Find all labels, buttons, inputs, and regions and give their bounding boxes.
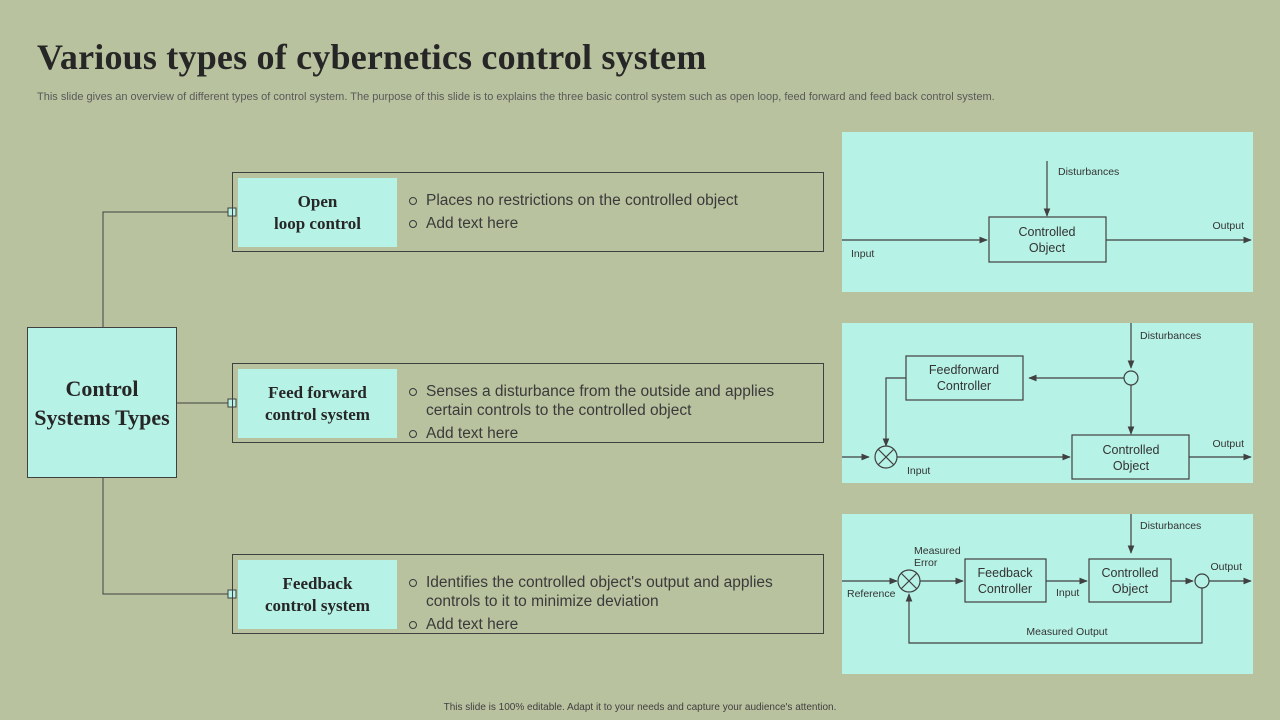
object-label: Object xyxy=(1112,582,1149,596)
output-label: Output xyxy=(1212,220,1244,232)
controller-label: Feedback xyxy=(978,566,1034,580)
measured-output-loop xyxy=(905,588,1203,644)
bullet-item: Add text here xyxy=(409,214,809,233)
object-label: Controlled xyxy=(1019,225,1076,239)
bullet-item: Add text here xyxy=(409,615,809,634)
measured-output-label: Measured Output xyxy=(1026,626,1107,638)
reference-label: Reference xyxy=(847,588,896,600)
output-node xyxy=(1194,573,1210,589)
object-label: Controlled xyxy=(1103,443,1160,457)
measured-error-label: Error xyxy=(914,557,938,569)
controller-label: Controller xyxy=(937,379,991,393)
diagram-feed-forward: Disturbances Feedforward Controller Cont… xyxy=(842,323,1253,483)
output-label: Output xyxy=(1212,438,1244,450)
diagram-open-loop: Disturbances Controlled Object Input Out… xyxy=(842,132,1253,292)
input-label: Input xyxy=(1056,587,1079,599)
card-title-feedback: Feedback control system xyxy=(238,560,397,629)
controller-label: Controller xyxy=(978,582,1032,596)
card-title-open-loop: Open loop control xyxy=(238,178,397,247)
controller-to-summer-arrow xyxy=(882,377,906,447)
card-open-loop: Open loop control Places no restrictions… xyxy=(232,172,824,252)
page-subtitle: This slide gives an overview of differen… xyxy=(37,91,995,103)
bullet-item: Add text here xyxy=(409,424,809,443)
disturbances-label: Disturbances xyxy=(1140,520,1201,532)
measured-error-label: Measured xyxy=(914,545,961,557)
root-control-systems-types: Control Systems Types xyxy=(27,327,177,478)
output-label: Output xyxy=(1210,561,1242,573)
bullet-item: Identifies the controlled object's outpu… xyxy=(409,573,809,611)
bullet-list-feedback: Identifies the controlled object's outpu… xyxy=(409,573,809,638)
bullet-item: Places no restrictions on the controlled… xyxy=(409,191,809,210)
branch-node xyxy=(1123,370,1139,386)
controlled-object-block xyxy=(988,216,1107,263)
object-label: Controlled xyxy=(1102,566,1159,580)
controller-label: Feedforward xyxy=(929,363,999,377)
object-label: Object xyxy=(1113,459,1150,473)
input-label: Input xyxy=(851,248,874,260)
bullet-item: Senses a disturbance from the outside an… xyxy=(409,382,809,420)
diagram-feedback: Disturbances Measured Error Reference Fe… xyxy=(842,514,1253,674)
card-feed-forward: Feed forward control system Senses a dis… xyxy=(232,363,824,443)
page-title: Various types of cybernetics control sys… xyxy=(37,37,707,77)
footer-note: This slide is 100% editable. Adapt it to… xyxy=(443,702,837,713)
bullet-list-open-loop: Places no restrictions on the controlled… xyxy=(409,191,809,237)
card-title-feed-forward: Feed forward control system xyxy=(238,369,397,438)
input-label: Input xyxy=(907,465,930,477)
disturbances-label: Disturbances xyxy=(1140,330,1201,342)
object-label: Object xyxy=(1029,241,1066,255)
card-feedback: Feedback control system Identifies the c… xyxy=(232,554,824,634)
disturbances-label: Disturbances xyxy=(1058,166,1119,178)
bullet-list-feed-forward: Senses a disturbance from the outside an… xyxy=(409,382,809,447)
